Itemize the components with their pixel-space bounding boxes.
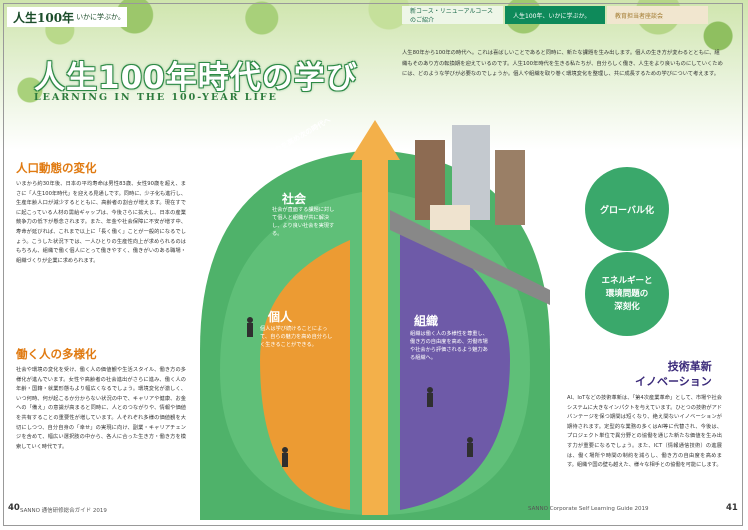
brand-badge: 人生100年 いかに学ぶか。 [7, 7, 127, 27]
page-number-left: 40 [8, 503, 20, 513]
desc-organization: 組織は働く人の多様性を尊重し、働き方の自由度を高め、労働市場や社会から評価される… [410, 331, 488, 361]
heading-technology-text: 技術革新 イノベーション [635, 360, 712, 388]
bubble-energy: エネルギーと 環境問題の 深刻化 [585, 252, 669, 336]
organization-lobe [400, 220, 510, 510]
tab-100-year-learning[interactable]: 人生100年、いかに学ぶか。 [505, 6, 605, 24]
desc-individual: 個人は学び続けることによって、自らの魅力を高め自分らしく生きることができる。 [260, 326, 333, 348]
tab-new-courses[interactable]: 新コース・リニューアルコースのご紹介 [402, 6, 503, 24]
growth-arrow [350, 120, 400, 515]
tab-roundtable[interactable]: 教育担当者座談会 [607, 6, 708, 24]
heading-diversity: 働く人の多様化 [16, 347, 97, 361]
brand-big: 人生100年 [13, 10, 75, 25]
building-2 [452, 125, 490, 220]
heading-technology: 技術革新 イノベーション [635, 359, 712, 389]
page-subtitle: LEARNING IN THE 100-YEAR LIFE [34, 92, 278, 103]
body-population: いまから約30年後、日本の平均寿命は男性83歳、女性90歳を超え、まさに「人生1… [16, 181, 186, 264]
footer-right: SANNO Corporate Self Learning Guide 2019 [528, 506, 649, 512]
label-individual: 個人 [268, 310, 293, 324]
page-title: 人生100年時代の学び [34, 60, 358, 96]
body-technology: AI、IoTなどの技術革新は、「第4次産業革命」として、市場や社会システムに大き… [567, 395, 722, 469]
label-society: 社会 [282, 192, 307, 206]
road [390, 210, 550, 305]
brand-small: いかに学ぶか。 [76, 13, 125, 21]
body-diversity: 社会や環境の変化を受け、働く人の価値観や生活スタイル、働き方の多様化が進んでいま… [16, 367, 186, 450]
bubble-globalization: グローバル化 [585, 167, 669, 251]
house [430, 205, 470, 230]
intro-text: 人生80年から100年の時代へ。これは喜ばしいことであると同時に、新たな課題を生… [402, 50, 723, 77]
bubble-globalization-text: グローバル化 [600, 205, 654, 216]
footer-left: SANNO 通信研修総合ガイド 2019 [20, 508, 107, 514]
desc-society: 社会が直面する課題に対して個人と組織が共に解決し、より良い社会を実現する。 [272, 207, 335, 237]
section-tabs: 新コース・リニューアルコースのご紹介 人生100年、いかに学ぶか。 教育担当者座… [402, 6, 708, 24]
page-number-right: 41 [726, 503, 738, 513]
building-3 [495, 150, 525, 225]
people-group [247, 317, 473, 467]
heading-population: 人口動態の変化 [16, 161, 97, 175]
bubble-energy-text: エネルギーと 環境問題の 深刻化 [601, 275, 653, 312]
illustration [200, 120, 550, 520]
label-organization: 組織 [414, 314, 439, 328]
individual-lobe [260, 240, 350, 510]
